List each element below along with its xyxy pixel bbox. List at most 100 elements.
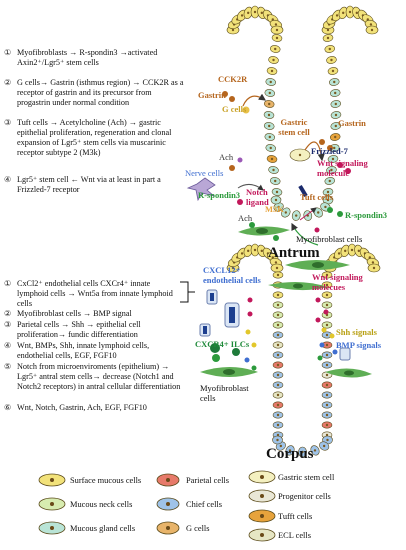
cell-nucleus xyxy=(275,28,279,32)
cell-nucleus xyxy=(276,343,280,347)
cell-nucleus xyxy=(301,450,304,454)
label-r-spondin3-left: R-spondin3 xyxy=(198,190,241,200)
cell-nucleus xyxy=(276,413,280,417)
arrows xyxy=(180,93,325,303)
cell-nucleus xyxy=(231,28,235,32)
cell-nucleus xyxy=(274,198,278,202)
cell-nucleus xyxy=(372,266,376,270)
label-ach-top: Ach xyxy=(219,152,234,162)
cell-nucleus xyxy=(355,11,358,15)
antrum-title: Antrum xyxy=(268,245,320,261)
cell-nucleus xyxy=(371,261,375,264)
cell-nucleus xyxy=(298,153,302,157)
label-antrum-myofibroblast: Myofibroblast cells xyxy=(296,234,363,244)
cell-nucleus xyxy=(325,353,329,357)
antrum-item-2-text: G cells→ Gastrin (isthmus region) → CCK2… xyxy=(17,78,184,107)
cell-nucleus xyxy=(325,393,329,397)
legend-g-cells: G cells xyxy=(186,524,210,533)
cell-nucleus xyxy=(334,124,337,128)
cell-nucleus xyxy=(325,403,329,407)
cell-nucleus xyxy=(328,47,331,51)
cell-nucleus xyxy=(313,449,317,452)
cell-nucleus xyxy=(317,211,320,214)
legend-mucous-neck: Mucous neck cells xyxy=(70,500,133,509)
label-cxcr4-ilcs: CXCR4+ ILCs xyxy=(195,339,250,349)
cell-nucleus xyxy=(325,293,329,297)
cell-nucleus xyxy=(333,146,336,150)
legend-swatch-nucleus xyxy=(50,502,54,506)
cell-nucleus xyxy=(276,438,279,442)
label-wnt-signaling: Wnt signaling molecule xyxy=(317,158,368,178)
cell-nucleus xyxy=(270,69,274,73)
legend-swatch-nucleus xyxy=(50,478,54,482)
cell-nucleus xyxy=(270,157,274,161)
cell-nucleus xyxy=(325,423,329,427)
cell-nucleus xyxy=(269,80,272,84)
cell-nucleus xyxy=(268,124,271,128)
corpus-item-1-number: ① xyxy=(4,279,12,288)
label-m3k: M3K xyxy=(265,204,284,214)
antrum-item-4-text: Lgr5⁺ stem cell ← Wnt via at least in pa… xyxy=(17,175,161,194)
cell-nucleus xyxy=(272,168,275,172)
corpus-item-3-text: Parietal cells → Shh → epithelial cell p… xyxy=(17,320,141,339)
label-r-spondin3-right: R-spondin3 xyxy=(345,210,388,220)
corpus-item-6-number: ⑥ xyxy=(4,403,12,412)
cell-nucleus xyxy=(328,179,331,183)
cell-nucleus xyxy=(277,205,280,209)
label-corpus-wnt: Wnt signaling molecues xyxy=(312,272,363,292)
antrum-item-2-number: ② xyxy=(4,78,12,87)
frizzled-receptor-icon xyxy=(298,184,308,198)
cell-nucleus xyxy=(275,190,279,194)
myofibroblast-cell-icon xyxy=(238,226,350,291)
cell-nucleus xyxy=(288,449,292,452)
cell-nucleus xyxy=(276,353,280,357)
corpus-myofibroblasts xyxy=(200,367,372,378)
cell-nucleus xyxy=(274,261,278,264)
cell-nucleus xyxy=(268,135,271,139)
cell-nucleus xyxy=(326,36,330,40)
cell-nucleus xyxy=(276,313,280,317)
cell-nucleus xyxy=(274,47,277,51)
cell-nucleus xyxy=(325,273,329,277)
ilc-cells xyxy=(210,343,240,362)
cell-nucleus xyxy=(326,190,330,194)
cell-nucleus xyxy=(325,433,329,437)
signal-dots xyxy=(222,91,351,241)
cell-nucleus xyxy=(276,383,280,387)
cell-nucleus xyxy=(269,146,272,150)
cell-nucleus xyxy=(253,10,257,14)
cell-nucleus xyxy=(325,343,329,347)
label-corpus-myofibroblast: Myofibroblast cells xyxy=(200,383,249,403)
label-gastric-stem-cell: Gastric stem cell xyxy=(278,117,310,137)
label-cck2r: CCK2R xyxy=(218,74,248,84)
legend-swatch-nucleus xyxy=(50,526,54,530)
antrum-item-4-number: ④ xyxy=(4,175,12,184)
cell-nucleus xyxy=(370,28,374,32)
cell-nucleus xyxy=(325,323,329,327)
cell-nucleus xyxy=(350,248,354,252)
cell-nucleus xyxy=(284,211,287,214)
cell-nucleus xyxy=(247,11,250,15)
cell-nucleus xyxy=(348,10,352,14)
cell-nucleus xyxy=(272,58,275,62)
legend-surface-mucous: Surface mucous cells xyxy=(70,476,142,485)
cell-nucleus xyxy=(334,113,338,117)
label-shh-signals: Shh signals xyxy=(336,327,377,337)
legend-swatch-nucleus xyxy=(166,478,170,482)
cell-nucleus xyxy=(325,283,329,287)
antrum-item-3-text: Tuft cells → Acetylcholine (Ach) → gastr… xyxy=(17,118,172,157)
cell-nucleus xyxy=(268,91,271,95)
label-gastrin-right: Gastrin xyxy=(338,118,366,128)
cell-nucleus xyxy=(325,373,329,377)
legend-swatch-nucleus xyxy=(260,475,264,479)
legend-ecl: ECL cells xyxy=(278,531,311,540)
nerve-cell-icon xyxy=(186,177,216,202)
cell-nucleus xyxy=(334,102,337,106)
cell-nucleus xyxy=(326,198,330,202)
cell-nucleus xyxy=(276,333,280,337)
cell-nucleus xyxy=(276,363,280,367)
legend-gastric-stem: Gastric stem cell xyxy=(278,473,335,482)
cell-nucleus xyxy=(276,303,280,307)
label-g-cells: G cells xyxy=(222,104,247,114)
